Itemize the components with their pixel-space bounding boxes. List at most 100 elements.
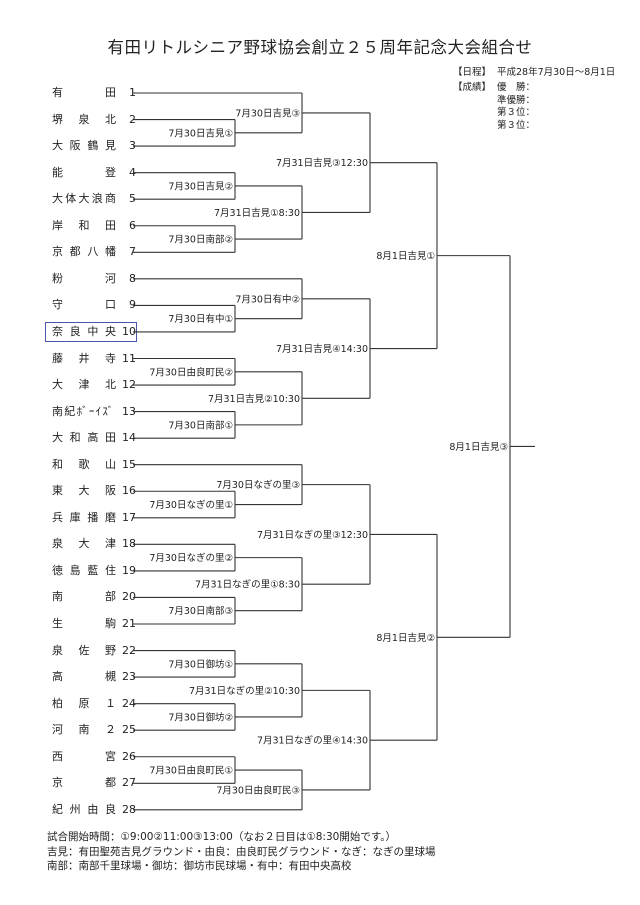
results-info: 【成績】優 勝： 準優勝： 第３位： 第３位： [453, 82, 535, 132]
team-name: 大阪鶴見 [52, 139, 116, 153]
team-number: 21 [122, 617, 136, 630]
team-name: 堺泉北 [52, 112, 116, 126]
results-key: 【成績】 [453, 82, 492, 93]
match-label: 8月1日吉見① [376, 251, 435, 262]
match-label: 7月31日吉見④14:30 [276, 344, 368, 355]
team-number: 9 [129, 298, 136, 312]
team-name: 西宮 [52, 749, 116, 763]
team-name: 高槻 [52, 670, 116, 684]
result-runner-up: 準優勝： [497, 94, 536, 106]
team-name: 柏原１ [52, 696, 116, 710]
team-entry: 大阪鶴見 3 [46, 137, 136, 155]
match-label: 7月30日御坊② [168, 711, 233, 723]
team-name: 徳島藍住 [52, 563, 116, 577]
match-label: 7月31日なぎの里①8:30 [195, 579, 300, 591]
match-label: 7月30日南部② [168, 234, 233, 246]
team-name: 大津北 [52, 378, 116, 392]
team-name: 紀州由良 [52, 802, 116, 816]
match-label: 7月31日吉見②10:30 [208, 394, 300, 405]
team-number: 17 [122, 510, 136, 524]
team-number: 26 [122, 749, 136, 763]
team-entry: 大和高田 14 [46, 429, 136, 447]
team-number: 11 [122, 351, 136, 365]
team-number: 27 [122, 776, 136, 790]
team-entry: 京都八幡 7 [46, 243, 136, 261]
team-name: 京都 [52, 776, 116, 790]
team-number: 12 [122, 378, 136, 392]
schedule-key: 【日程】 [453, 67, 492, 78]
team-entry: 奈良中央 10 [45, 321, 137, 342]
team-name: 大体大浪商 [52, 192, 116, 206]
match-label: 7月30日由良町民③ [216, 784, 300, 796]
team-number: 19 [122, 563, 136, 577]
match-label: 7月31日なぎの里③12:30 [257, 529, 368, 541]
team-number: 16 [122, 484, 136, 498]
match-label: 7月31日吉見③12:30 [276, 158, 368, 169]
team-number: 18 [122, 537, 136, 551]
team-number: 5 [129, 192, 136, 206]
team-number: 23 [122, 670, 136, 684]
result-third-2: 第３位： [497, 119, 536, 131]
team-entry: 西宮 26 [46, 748, 136, 766]
match-label: 7月30日なぎの里③ [216, 479, 300, 491]
team-name: 和歌山 [52, 457, 116, 471]
schedule-info: 【日程】平成28年7月30日～8月1日 [453, 67, 615, 80]
match-label: 7月30日有中② [235, 293, 300, 305]
match-label: 7月31日なぎの里②10:30 [189, 685, 300, 697]
team-name: 泉佐野 [52, 643, 116, 657]
match-label: 7月30日由良町民② [149, 366, 233, 378]
team-number: 10 [122, 324, 136, 338]
team-entry: 生駒 21 [46, 615, 136, 633]
team-number: 1 [129, 86, 136, 99]
team-name: 京都八幡 [52, 245, 116, 259]
team-name: 有田 [52, 86, 116, 99]
team-name: 能登 [52, 165, 116, 179]
team-number: 28 [122, 802, 136, 816]
team-entry: 有田 1 [46, 84, 136, 102]
team-name: 岸和田 [52, 218, 116, 232]
team-entry: 守口 9 [46, 296, 136, 314]
team-entry: 大体大浪商 5 [46, 190, 136, 208]
footer-venues-2: 南部：南部千里球場・御坊：御坊市民球場・有中：有田中央高校 [47, 860, 352, 872]
match-label: 7月31日吉見①8:30 [214, 208, 300, 219]
team-entry: 兵庫播磨 17 [46, 509, 136, 527]
schedule-value: 平成28年7月30日～8月1日 [497, 67, 616, 78]
team-number: 7 [129, 245, 136, 259]
result-third-1: 第３位： [497, 107, 536, 118]
team-name: 河南２ [52, 723, 116, 737]
match-label: 7月30日なぎの里② [149, 552, 233, 564]
team-number: 3 [129, 139, 136, 153]
team-number: 15 [122, 457, 136, 471]
match-label: 7月30日吉見① [168, 128, 233, 139]
team-number: 14 [122, 431, 136, 445]
footer-start-times: 試合開始時間：①9:00②11:00③13:00（なお２日目は①8:30開始です… [47, 831, 397, 843]
team-name: 大和高田 [52, 431, 116, 445]
team-name: 兵庫播磨 [52, 510, 116, 524]
team-name: 奈良中央 [52, 324, 116, 338]
team-entry: 紀州由良 28 [46, 801, 136, 819]
team-entry: 徳島藍住 19 [46, 562, 136, 580]
match-label: 7月30日南部① [168, 419, 233, 431]
team-name: 生駒 [52, 617, 116, 630]
team-name: 守口 [52, 298, 116, 312]
page-title: 有田リトルシニア野球協会創立２５周年記念大会組合せ [107, 38, 533, 57]
team-entry: 高槻 23 [46, 668, 136, 686]
team-name: 南部 [52, 590, 116, 604]
team-name: 南紀ﾎﾞｰｲｽﾞ [52, 404, 115, 418]
match-label: 8月1日吉見② [376, 633, 435, 644]
match-label: 7月30日有中① [168, 313, 233, 325]
match-label: 7月30日南部③ [168, 605, 233, 617]
footer-venues-1: 吉見：有田聖苑吉見グラウンド・由良：由良町民グラウンド・なぎ：なぎの里球場 [47, 845, 436, 858]
team-name: 藤井寺 [52, 351, 116, 365]
result-champion: 優 勝： [497, 82, 536, 93]
